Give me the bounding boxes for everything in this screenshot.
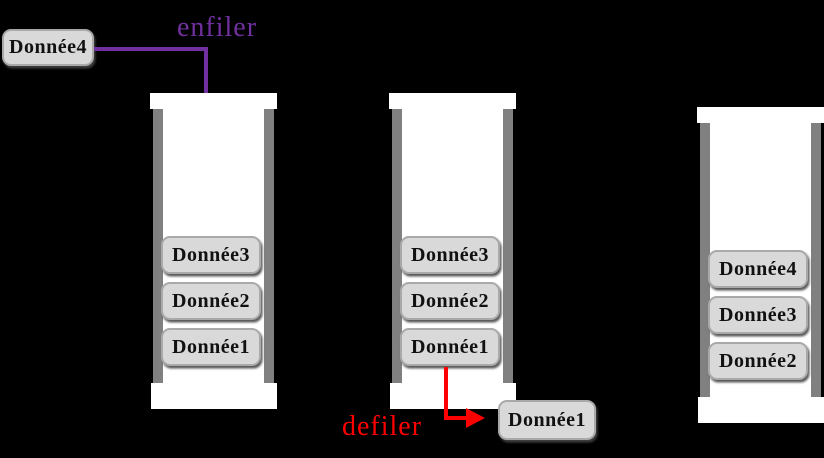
incoming-data-box: Donnée4 (2, 29, 94, 66)
dequeue-operation-label: defiler (342, 411, 423, 442)
data-box: Donnée4 (708, 250, 808, 288)
container-top-rim (150, 93, 277, 109)
container-top-rim (697, 107, 824, 123)
data-box: Donnée2 (708, 342, 808, 380)
data-box: Donnée3 (161, 236, 261, 274)
dequeue-arrowhead-right-icon (466, 408, 485, 428)
data-box: Donnée2 (161, 282, 261, 320)
container-right-wall (503, 109, 513, 383)
queue-container-3: Donnée4 Donnée3 Donnée2 (697, 107, 824, 423)
enqueue-arrow-horizontal-segment (94, 47, 208, 51)
container-left-wall (153, 109, 163, 383)
container-top-rim (389, 93, 516, 109)
data-box: Donnée2 (400, 282, 500, 320)
enqueue-operation-label: enfiler (177, 12, 258, 43)
container-bottom-rim (390, 383, 516, 409)
container-left-wall (392, 109, 402, 383)
container-right-wall (264, 109, 274, 383)
container-bottom-rim (698, 397, 824, 423)
container-bottom-rim (151, 383, 277, 409)
queue-container-1: Donnée3 Donnée2 Donnée1 (150, 93, 277, 409)
data-box: Donnée3 (708, 296, 808, 334)
data-box: Donnée1 (400, 328, 500, 366)
data-box: Donnée3 (400, 236, 500, 274)
dequeue-arrow-horizontal-segment (444, 416, 468, 420)
container-left-wall (700, 123, 710, 397)
enqueue-arrow-vertical-segment (204, 47, 208, 134)
data-box: Donnée1 (161, 328, 261, 366)
outgoing-data-box: Donnée1 (498, 400, 596, 440)
container-right-wall (811, 123, 821, 397)
dequeue-arrow-vertical-segment (444, 367, 448, 420)
queue-container-2: Donnée3 Donnée2 Donnée1 (389, 93, 516, 409)
